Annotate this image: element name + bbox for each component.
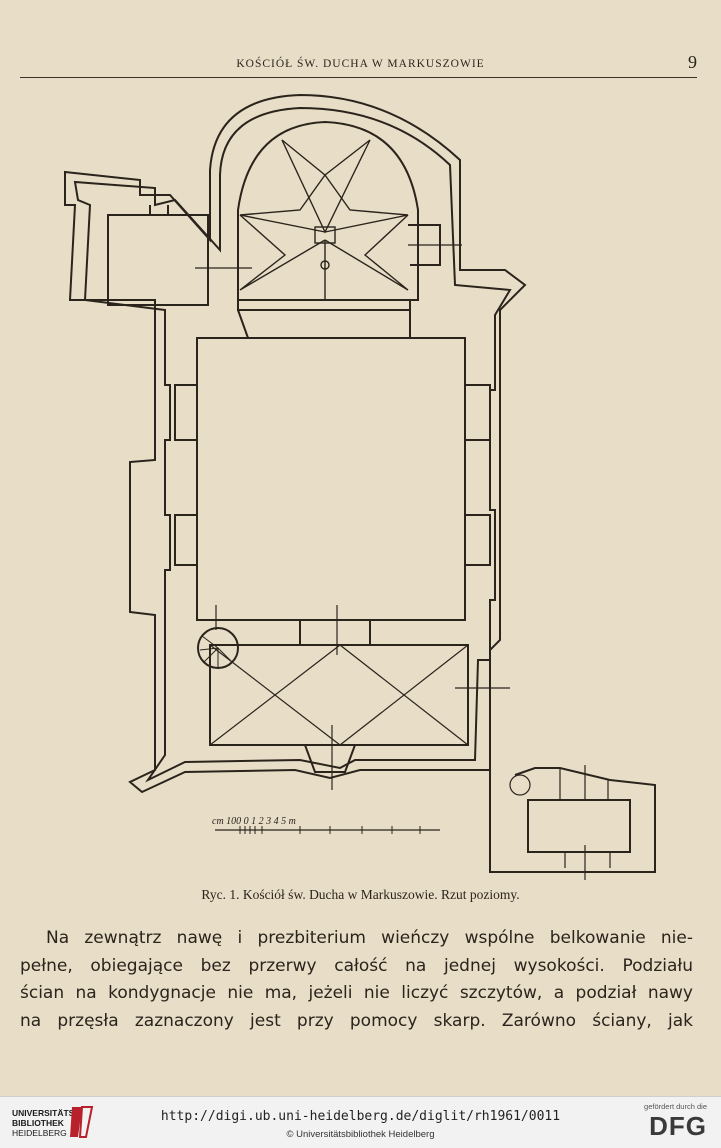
north-sacristy [107,214,209,306]
inner-wall [73,106,512,783]
library-name-line: HEIDELBERG [12,1128,67,1138]
star-vault [239,139,409,300]
porch-vaults [209,644,469,746]
permalink-url[interactable]: http://digi.ub.uni-heidelberg.de/diglit/… [160,1109,561,1124]
page-number: 9 [688,52,697,72]
southeast-annex [489,767,656,873]
funding-note: gefördert durch die [644,1102,707,1111]
text-line: na przęsła zaznaczony jest przy pomocy s… [20,1010,693,1031]
scale-bar [215,826,440,834]
porch-entrance [299,620,371,773]
west-porch [209,644,469,746]
dfg-logo[interactable]: DFG [649,1111,707,1141]
outer-wall [64,93,527,794]
library-logo-icon[interactable] [68,1103,94,1141]
digitization-footer: UNIVERSITÄTS- BIBLIOTHEK HEIDELBERG http… [0,1096,721,1148]
library-name[interactable]: UNIVERSITÄTS- BIBLIOTHEK HEIDELBERG [12,1108,77,1138]
scanned-page: KOŚCIÓŁ ŚW. DUCHA W MARKUSZOWIE 9 [0,50,721,1035]
header-rule [20,77,697,78]
scale-label: cm 100 0 1 2 3 4 5 m [212,816,296,827]
text-line: pełne, obiegające bez przerwy całość na … [20,955,693,976]
text-line: Na zewnątrz nawę i prezbiterium wieńczy … [46,928,693,948]
body-paragraph: Na zewnątrz nawę i prezbiterium wieńczy … [20,925,693,1035]
nave-niches [174,384,491,566]
copyright-notice: © Universitätsbibliothek Heidelberg [286,1129,435,1140]
chancel-arch [237,300,411,339]
apse [237,120,419,301]
text-line: ścian na kondygnacje nie ma, jeżeli nie … [20,983,693,1003]
floor-plan-figure: cm 100 0 1 2 3 4 5 m [64,93,656,880]
running-title: KOŚCIÓŁ ŚW. DUCHA W MARKUSZOWIE [236,58,485,70]
library-name-line: BIBLIOTHEK [12,1118,64,1128]
running-head: KOŚCIÓŁ ŚW. DUCHA W MARKUSZOWIE 9 [0,50,721,76]
figure-caption: Ryc. 1. Kościół św. Ducha w Markuszowie.… [201,887,520,902]
library-name-line: UNIVERSITÄTS- [12,1108,78,1118]
nave [196,337,466,621]
